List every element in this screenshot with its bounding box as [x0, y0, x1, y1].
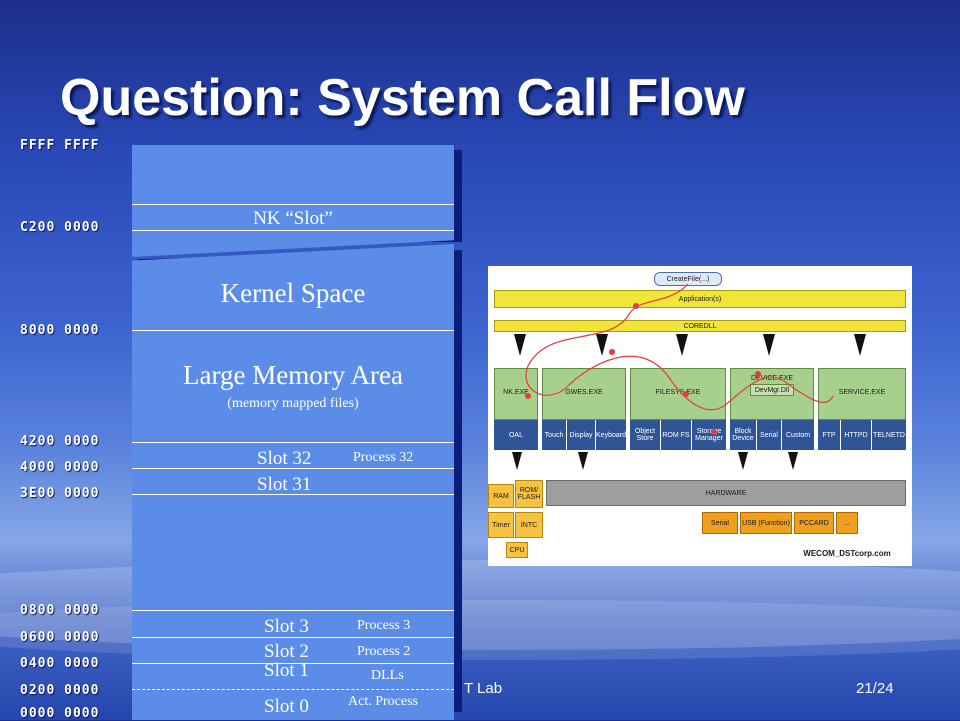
call-point-icon — [609, 349, 615, 355]
process-2-label: Process 2 — [357, 644, 411, 659]
timer-box: Timer — [488, 512, 514, 538]
large-memory-sublabel: (memory mapped files) — [227, 396, 359, 411]
dlls-label: DLLs — [371, 668, 404, 683]
block-device-box: Block Device — [730, 420, 756, 450]
act-process-label: Act. Process — [348, 694, 418, 709]
rom-fs-box: ROM FS — [661, 420, 691, 450]
memory-divider — [132, 468, 454, 469]
memory-divider — [132, 442, 454, 443]
slide-title: Question: System Call Flow — [60, 69, 745, 127]
slot-2-label: Slot 2 — [264, 641, 309, 662]
createfile-callout: CreateFile(...) — [654, 272, 722, 286]
arrow-down-icon — [763, 334, 775, 356]
service-exe-box: SERVICE.EXE — [818, 368, 906, 420]
arrow-down-icon — [738, 452, 748, 470]
gwes-exe-box: GWES.EXE — [542, 368, 626, 420]
devmgr-dll-box: DevMgr.Dll — [750, 384, 794, 396]
more-hardware-box: ... — [836, 512, 858, 534]
hardware-bar: HARDWARE — [546, 480, 906, 506]
address-label: 4200 0000 — [20, 434, 100, 449]
slot-3-label: Slot 3 — [264, 616, 309, 637]
upper-memory-block — [132, 145, 454, 257]
address-label: 0000 0000 — [20, 706, 100, 721]
coredll-bar: COREDLL — [494, 320, 906, 332]
address-label: C200 0000 — [20, 220, 100, 235]
memory-divider — [132, 637, 454, 638]
address-label: 4000 0000 — [20, 460, 100, 475]
process-32-label: Process 32 — [353, 450, 414, 465]
touch-box: Touch — [542, 420, 566, 450]
memory-divider — [132, 204, 454, 205]
hw-serial-box: Serial — [702, 512, 738, 534]
object-store-box: Object Store — [630, 420, 660, 450]
footer-lab-text: T Lab — [464, 680, 503, 697]
address-label: 0200 0000 — [20, 683, 100, 698]
display-box: Display — [567, 420, 595, 450]
httpd-box: HTTPD — [841, 420, 871, 450]
address-label: 0400 0000 — [20, 656, 100, 671]
storage-manager-box: Storage Manager — [692, 420, 726, 450]
large-memory-label: Large Memory Area — [183, 360, 403, 390]
keyboard-box: Keyboard — [596, 420, 626, 450]
slide-number: 21/24 — [856, 680, 894, 697]
slot-0-label: Slot 0 — [264, 696, 309, 717]
ftp-box: FTP — [818, 420, 840, 450]
nk-exe-box: NK.EXE — [494, 368, 538, 420]
memory-divider — [132, 610, 454, 611]
address-label: 0800 0000 — [20, 603, 100, 618]
arrow-down-icon — [676, 334, 688, 356]
applications-bar: Application(s) — [494, 290, 906, 308]
credit-label: WECOM_DSTcorp.com — [803, 548, 891, 558]
kernel-space-label: Kernel Space — [220, 278, 366, 308]
telnetd-box: TELNETD — [872, 420, 906, 450]
arrow-down-icon — [854, 334, 866, 356]
cpu-box: CPU — [506, 542, 528, 558]
usb-box: USB (Function) — [740, 512, 792, 534]
ram-box: RAM — [488, 484, 514, 508]
memory-divider — [132, 230, 454, 231]
oal-box: OAL — [494, 420, 538, 450]
arrow-down-icon — [512, 452, 522, 470]
lower-memory-block — [132, 244, 454, 720]
architecture-diagram: CreateFile(...) Application(s) COREDLL N… — [488, 266, 912, 566]
nk-slot-label: NK “Slot” — [253, 208, 333, 229]
arrow-down-icon — [578, 452, 588, 470]
serial-driver-box: Serial — [757, 420, 781, 450]
process-3-label: Process 3 — [357, 618, 411, 633]
memory-divider — [132, 663, 454, 664]
address-label: FFFF FFFF — [20, 138, 100, 153]
memory-divider — [132, 330, 454, 331]
arrow-down-icon — [514, 334, 526, 356]
arrow-down-icon — [596, 334, 608, 356]
memory-divider — [132, 494, 454, 495]
address-label: 3E00 0000 — [20, 486, 100, 501]
intc-box: INTC — [515, 512, 543, 538]
slot-1-label: Slot 1 — [264, 660, 309, 681]
address-label: 0600 0000 — [20, 630, 100, 645]
custom-driver-box: Custom — [782, 420, 814, 450]
rom-flash-box: ROM/ FLASH — [515, 480, 543, 508]
memory-divider-dashed — [132, 689, 454, 690]
address-label: 8000 0000 — [20, 323, 100, 338]
slot-32-label: Slot 32 — [257, 448, 312, 469]
slot-31-label: Slot 31 — [257, 474, 312, 495]
arrow-down-icon — [788, 452, 798, 470]
filesys-exe-box: FILESYS.EXE — [630, 368, 726, 420]
pccard-box: PCCARD — [794, 512, 834, 534]
